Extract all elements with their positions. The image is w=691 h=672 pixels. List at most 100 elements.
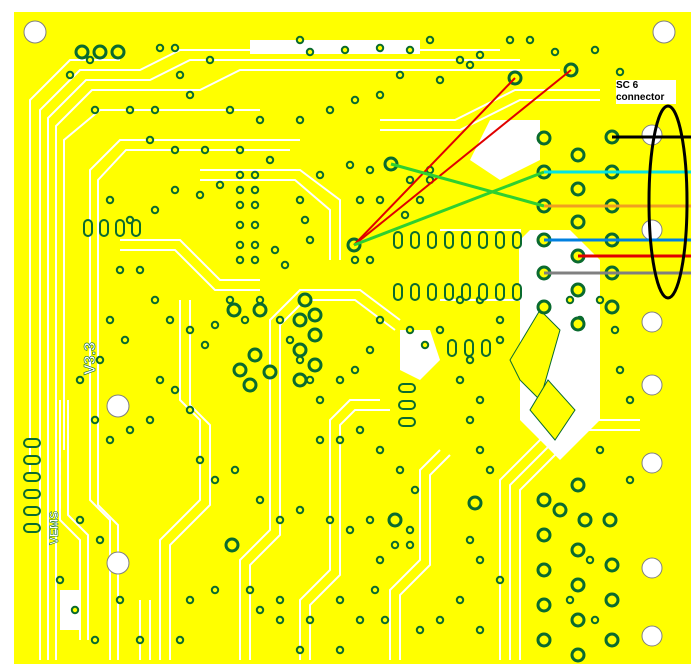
through-hole-pad [307, 357, 323, 373]
via [245, 585, 255, 595]
via [595, 445, 605, 455]
via [150, 295, 160, 305]
via [335, 375, 345, 385]
via [435, 615, 445, 625]
via [155, 375, 165, 385]
oval-pad [393, 283, 403, 301]
oval-pad [23, 438, 41, 448]
via [365, 345, 375, 355]
via [400, 210, 410, 220]
oval-pad [461, 231, 471, 249]
via [475, 555, 485, 565]
through-hole-pad [467, 495, 483, 511]
via [465, 60, 475, 70]
via [340, 45, 350, 55]
via [305, 235, 315, 245]
via [305, 615, 315, 625]
via [325, 105, 335, 115]
via [435, 325, 445, 335]
via [435, 75, 445, 85]
via [350, 95, 360, 105]
via [300, 215, 310, 225]
via [275, 515, 285, 525]
via [485, 465, 495, 475]
dip-pad-rows [23, 219, 522, 533]
via [55, 575, 65, 585]
via [90, 105, 100, 115]
via [390, 540, 400, 550]
oval-pad [23, 472, 41, 482]
through-hole-pad [570, 181, 586, 197]
via [375, 90, 385, 100]
via [105, 435, 115, 445]
via [295, 505, 305, 515]
via [125, 105, 135, 115]
via [115, 595, 125, 605]
via [275, 615, 285, 625]
via [150, 105, 160, 115]
via [215, 180, 225, 190]
via [380, 615, 390, 625]
oval-pad [427, 231, 437, 249]
via [185, 90, 195, 100]
via [235, 185, 245, 195]
via [270, 245, 280, 255]
through-hole-pad [536, 632, 552, 648]
via [250, 185, 260, 195]
wire-red-1 [353, 77, 516, 246]
via [90, 635, 100, 645]
via [230, 465, 240, 475]
through-hole-pad [570, 147, 586, 163]
oval-pad [461, 283, 471, 301]
via [65, 70, 75, 80]
oval-pad [23, 489, 41, 499]
through-hole-pad [577, 512, 593, 528]
through-hole-pad [92, 44, 108, 60]
oval-pad [23, 523, 41, 533]
via [235, 220, 245, 230]
via [365, 515, 375, 525]
wire-green-1 [390, 162, 545, 208]
oval-pad [512, 231, 522, 249]
via [455, 375, 465, 385]
via [590, 45, 600, 55]
via [95, 535, 105, 545]
via [495, 315, 505, 325]
via [255, 115, 265, 125]
via [250, 255, 260, 265]
via [465, 355, 475, 365]
oval-pad [427, 283, 437, 301]
via [240, 315, 250, 325]
oval-pad [23, 455, 41, 465]
via [610, 325, 620, 335]
via [205, 55, 215, 65]
oval-pad [481, 339, 491, 357]
via [250, 170, 260, 180]
via [175, 70, 185, 80]
wire-green-2 [353, 170, 545, 247]
via [85, 55, 95, 65]
via [475, 50, 485, 60]
connector-ellipse [647, 104, 689, 300]
through-hole-pad [292, 372, 308, 388]
via [355, 425, 365, 435]
via [295, 195, 305, 205]
via [225, 105, 235, 115]
oval-pad [23, 506, 41, 516]
via [170, 43, 180, 53]
oval-pad [495, 231, 505, 249]
overlay-wires [353, 69, 691, 300]
oval-pad [393, 231, 403, 249]
via [195, 190, 205, 200]
via [335, 435, 345, 445]
through-hole-pad [224, 537, 240, 553]
via [375, 195, 385, 205]
via [250, 240, 260, 250]
through-hole-pad [110, 44, 126, 60]
via [170, 185, 180, 195]
via [165, 315, 175, 325]
through-hole-pad [604, 592, 620, 608]
via [315, 395, 325, 405]
via [235, 200, 245, 210]
